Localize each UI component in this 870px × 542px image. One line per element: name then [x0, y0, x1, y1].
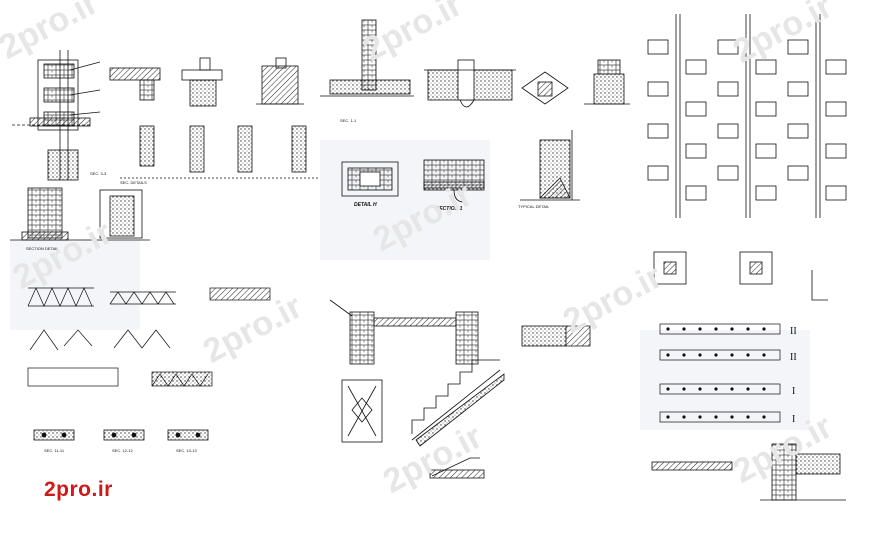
detail-h-drawing [341, 161, 399, 197]
truss-details [27, 287, 271, 387]
caption-sec-12: SEC. 12-12 [112, 448, 133, 453]
column-schedule-3 [787, 14, 847, 218]
column-schedule-2 [717, 14, 777, 218]
stair-section [341, 359, 505, 479]
svg-text:TYPICAL DETAIL: TYPICAL DETAIL [518, 204, 550, 209]
column-sections-row: SEC. DETAILS [120, 125, 320, 185]
section-mark-i-lower: I [792, 414, 795, 425]
section-mark-ii-lower: II [790, 352, 797, 363]
base-plate-details [653, 251, 828, 301]
caption-sec-11: SEC. 11-11 [44, 448, 65, 453]
drain-detail [424, 59, 516, 108]
lintel-details [109, 57, 304, 107]
floor-wall-junction [651, 443, 846, 501]
svg-text:SEC. 1-1: SEC. 1-1 [340, 118, 357, 123]
wall-section-detail: SEC. 3-3 [12, 50, 107, 181]
section-mark-ii-upper: II [790, 326, 797, 337]
pier-detail: SEC. 1-1 [320, 19, 414, 123]
retaining-wall-detail: TYPICAL DETAIL [518, 130, 580, 209]
detail-h-label: DETAIL H [354, 202, 377, 208]
site-logo[interactable]: 2pro.ir [44, 478, 113, 501]
slab-sections [659, 323, 781, 423]
caption-sec-13: SEC. 13-13 [176, 448, 197, 453]
footing-detail [584, 59, 630, 105]
manhole-plan [521, 71, 569, 105]
stair-landing-detail [329, 299, 591, 365]
foundation-detail: SECTION DETAIL [10, 187, 150, 251]
svg-text:SEC. 3-3: SEC. 3-3 [90, 171, 107, 176]
column-schedule-1 [647, 14, 707, 218]
svg-text:SEC. DETAILS: SEC. DETAILS [120, 180, 147, 185]
section-1-drawing [423, 159, 485, 203]
small-sections-row [33, 429, 209, 441]
section-1-label: SECTION 1 [436, 206, 463, 212]
section-mark-i-upper: I [792, 386, 795, 397]
svg-text:SECTION DETAIL: SECTION DETAIL [26, 246, 59, 251]
